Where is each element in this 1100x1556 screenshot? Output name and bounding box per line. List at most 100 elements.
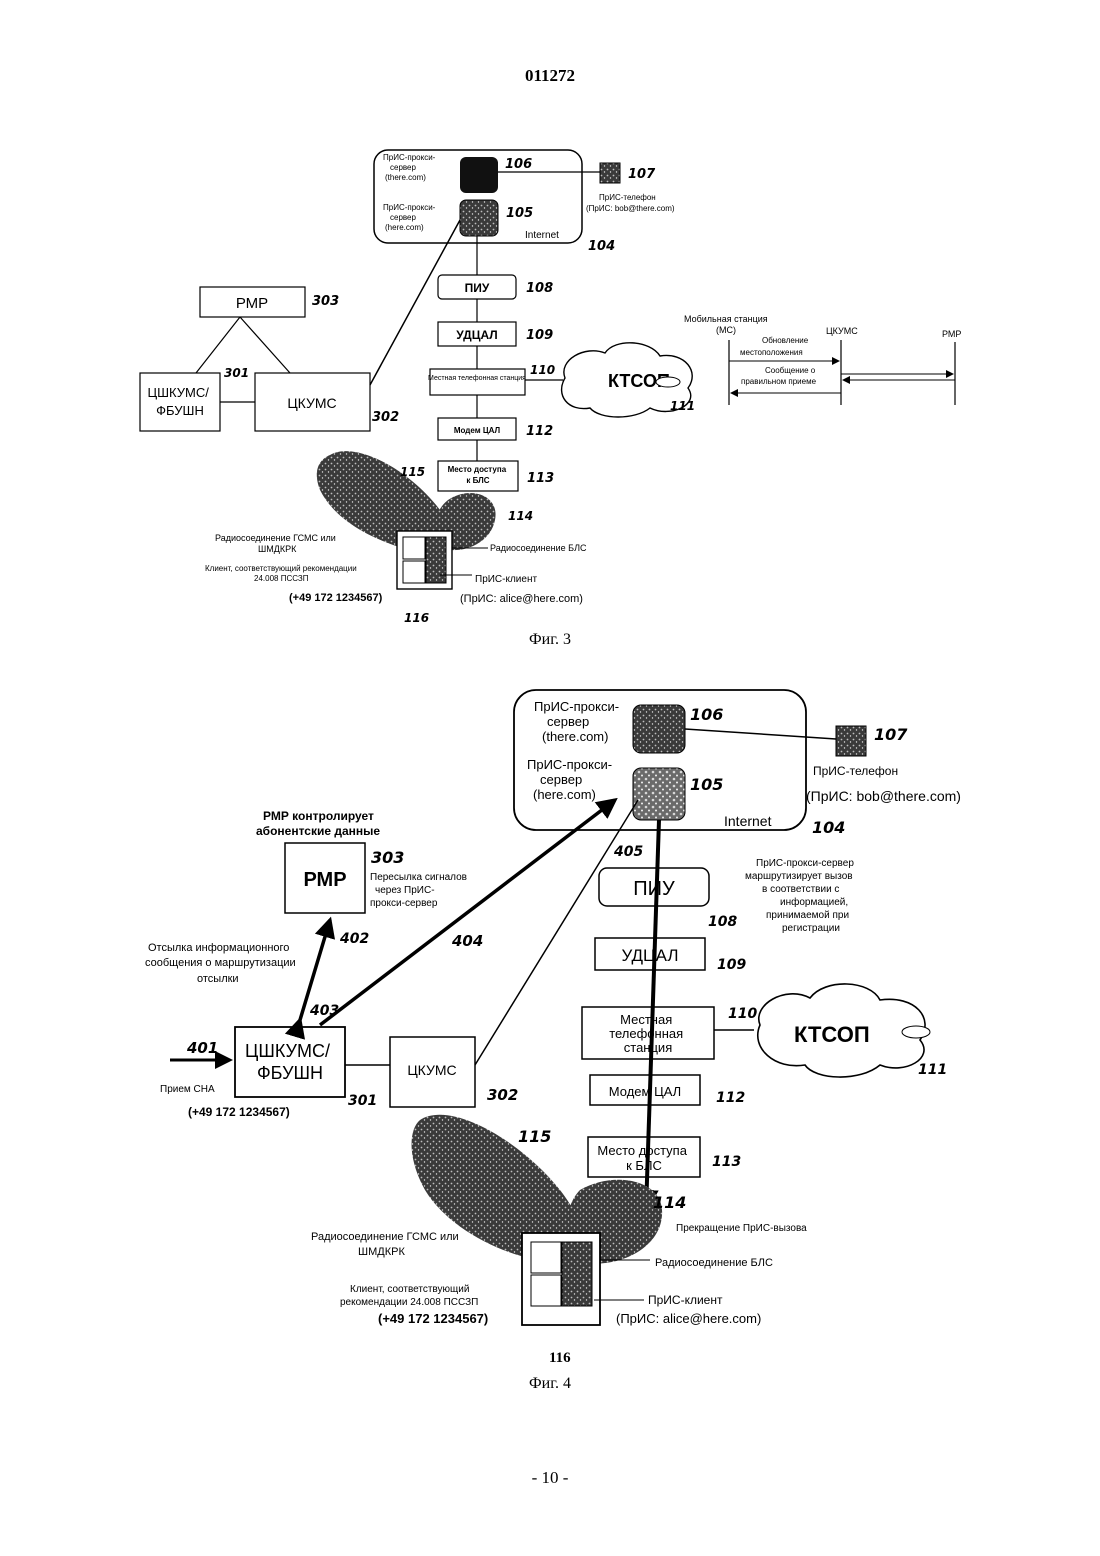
ref-106: 106: [505, 157, 532, 172]
ref-302-4: 302: [487, 1086, 518, 1104]
cshkums-box: [140, 373, 220, 431]
internet-label: Internet: [525, 230, 559, 241]
ref-404: 404: [451, 932, 483, 950]
proxy-here-label-4: ПрИС-прокси- сервер (here.com): [527, 757, 616, 802]
fig4-caption: Фиг. 4: [529, 1375, 571, 1392]
ref-109: 109: [526, 328, 553, 343]
telephone-icon-4: [902, 1026, 930, 1038]
fig3-caption: Фиг. 3: [529, 631, 571, 648]
local-exchange-label: Местная телефонная станция: [428, 375, 526, 382]
svg-text:ЦКУМС: ЦКУМС: [407, 1062, 456, 1078]
radio-bls-label-4: Радиосоединение БЛС: [655, 1257, 773, 1269]
rmr-controls-note: РМР контролирует абонентские данные: [256, 809, 380, 838]
ref-108-4: 108: [708, 914, 737, 930]
cshkums-box-4: [235, 1027, 345, 1097]
ref-403: 403: [309, 1003, 339, 1019]
svg-text:ЦКУМС: ЦКУМС: [287, 395, 336, 411]
ref-107-4: 107: [874, 725, 908, 744]
ref-116-4: 116: [549, 1350, 571, 1366]
phone-address: (ПрИС: bob@there.com): [586, 204, 675, 213]
ref-104: 104: [588, 239, 615, 254]
ref-108: 108: [526, 281, 553, 296]
phone-label: ПрИС-телефон: [599, 193, 656, 202]
svg-text:РМР: РМР: [303, 869, 346, 891]
ref-112-4: 112: [716, 1090, 745, 1106]
incoming-label: Прием СНА: [160, 1084, 215, 1095]
msisdn-label: (+49 172 1234567): [289, 592, 383, 604]
ref-110-4: 110: [728, 1006, 757, 1022]
proxy-server-106-icon: [460, 157, 498, 193]
ref-302: 302: [372, 410, 399, 425]
seq-ack-label: Сообщение о правильном приеме: [741, 366, 817, 386]
local-exchange-box: [430, 369, 525, 395]
client-address-label: (ПрИС: alice@here.com): [460, 593, 583, 605]
svg-text:ПИУ: ПИУ: [465, 281, 490, 295]
svg-text:УДЦАЛ: УДЦАЛ: [456, 328, 497, 342]
radio-gsm-label-4: Радиосоединение ГСМС или ШМДКРК: [311, 1231, 462, 1258]
client-address-label-4: (ПрИС: alice@here.com): [616, 1311, 761, 1326]
ref-109-4: 109: [717, 957, 746, 973]
ref-111-4: 111: [918, 1062, 947, 1078]
radio-bls-label: Радиосоединение БЛС: [490, 543, 587, 553]
termination-label: Прекращение ПрИС-вызова: [676, 1223, 807, 1234]
ref-303-4: 303: [371, 848, 404, 867]
svg-text:ПИУ: ПИУ: [633, 878, 675, 900]
seq-ckums-label: ЦКУМС: [826, 326, 858, 336]
ref-303: 303: [312, 294, 339, 309]
radio-gsm-label: Радиосоединение ГСМС или ШМДКРК: [215, 533, 338, 554]
ref-115: 115: [400, 465, 425, 479]
ref-301-4: 301: [348, 1093, 377, 1109]
proxy-there-label: ПрИС-прокси- сервер (there.com): [383, 153, 438, 182]
ref-301: 301: [224, 366, 249, 380]
svg-text:РМР: РМР: [236, 295, 268, 312]
ref-113: 113: [527, 471, 554, 486]
incoming-number: (+49 172 1234567): [188, 1105, 290, 1119]
svg-text:УДЦАЛ: УДЦАЛ: [622, 946, 679, 965]
ref-107: 107: [628, 167, 656, 182]
proxy-server-106-icon-4: [633, 705, 685, 753]
svg-text:Модем ЦАЛ: Модем ЦАЛ: [454, 426, 501, 435]
seq-update-label: Обновление местоположения: [740, 336, 810, 357]
seq-ms-label: Мобильная станция (МС): [684, 314, 770, 335]
send-info-note: Отсылка информационного сообщения о марш…: [145, 942, 299, 985]
figure-3: ПрИС-прокси- сервер (there.com) ПрИС-про…: [140, 150, 961, 648]
page-footer-number: - 10 -: [0, 1468, 1100, 1488]
ref-112: 112: [526, 424, 553, 439]
proxy-routes-note: ПрИС-прокси-сервер маршрутизирует вызов …: [745, 858, 857, 934]
ref-405: 405: [613, 844, 643, 860]
sequence-diagram: Мобильная станция (МС) ЦКУМС РМР Обновле…: [684, 314, 961, 405]
ref-116: 116: [404, 611, 429, 625]
msisdn-label-4: (+49 172 1234567): [378, 1311, 488, 1326]
ref-113-4: 113: [712, 1154, 741, 1170]
forward-note: Пересылка сигналов через ПрИС- прокси-се…: [370, 872, 470, 909]
ref-115-4: 115: [518, 1127, 551, 1146]
client-rec-label-4: Клиент, соответствующий рекомендации 24.…: [340, 1284, 478, 1308]
ref-401: 401: [186, 1039, 218, 1057]
sip-phone-107-icon: [600, 163, 620, 183]
figure-4: ПрИС-прокси- сервер (there.com) ПрИС-про…: [145, 690, 961, 1392]
ref-110: 110: [530, 363, 555, 377]
telephone-icon: [656, 377, 680, 387]
ref-106-4: 106: [690, 705, 723, 724]
svg-text:Модем ЦАЛ: Модем ЦАЛ: [609, 1084, 681, 1099]
proxy-server-105-icon-4: [633, 768, 685, 820]
ref-111: 111: [670, 399, 695, 413]
pris-client-label: ПрИС-клиент: [475, 574, 537, 585]
ref-114: 114: [508, 509, 533, 523]
ref-402: 402: [339, 931, 369, 947]
proxy-here-label: ПрИС-прокси- сервер (here.com): [383, 203, 438, 232]
ref-114-4: 114: [653, 1193, 686, 1212]
client-rec-label: Клиент, соответствующий рекомендации 24.…: [205, 564, 359, 583]
ref-104-4: 104: [812, 818, 845, 837]
seq-rmr-label: РМР: [942, 329, 961, 339]
ref-105-4: 105: [690, 775, 723, 794]
pris-client-label-4: ПрИС-клиент: [648, 1293, 723, 1307]
ktsop-label-4: КТСОП: [794, 1022, 870, 1047]
internet-label-4: Internet: [724, 813, 772, 829]
sip-phone-107-icon-4: [836, 726, 866, 756]
ref-105: 105: [506, 206, 533, 221]
phone-label-4: ПрИС-телефон: [813, 764, 898, 778]
proxy-there-label-4: ПрИС-прокси- сервер (there.com): [534, 699, 623, 744]
phone-address-4: (ПрИС: bob@there.com): [806, 788, 961, 804]
